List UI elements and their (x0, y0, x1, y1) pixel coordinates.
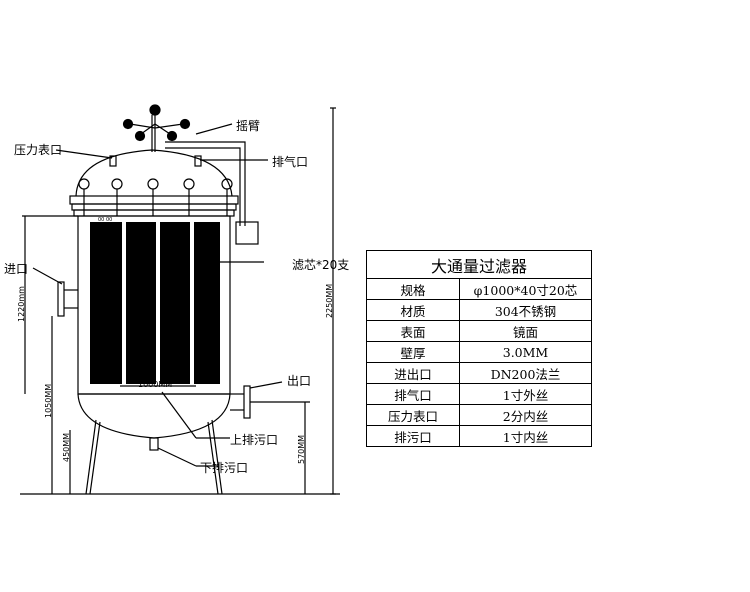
spec-value: 304不锈钢 (459, 299, 592, 321)
spec-key: 压力表口 (366, 404, 460, 426)
spec-value: 1寸外丝 (459, 383, 592, 405)
inlet-label: 进口 (4, 262, 29, 276)
spec-value: DN200法兰 (459, 362, 592, 384)
outlet-flange-drawing (230, 385, 251, 419)
outlet-height-dimension: 570MM (297, 434, 306, 464)
inlet-height-dimension: 1050MM (44, 383, 53, 418)
filter-cartridges (90, 222, 220, 384)
upper-drain-label: 上排污口 (230, 433, 279, 447)
spec-key: 规格 (366, 278, 460, 300)
lower-drain-drawing (149, 437, 159, 451)
spec-key: 排污口 (366, 425, 460, 447)
lid-bolts (78, 178, 233, 216)
spec-value: 1寸内丝 (459, 425, 592, 447)
spec-value: 镜面 (459, 320, 592, 342)
lower-drain-label: 下排污口 (200, 461, 249, 475)
diameter-dimension: 1000MM (138, 380, 173, 389)
flange-mark: 00 00 (98, 217, 113, 223)
spec-value: 3.0MM (459, 341, 592, 363)
lid-flange (69, 195, 239, 205)
leg-height-dimension: 450MM (62, 432, 71, 462)
vent-port-drawing (194, 155, 202, 167)
inlet-flange-drawing (57, 281, 78, 317)
spec-key: 进出口 (366, 362, 460, 384)
spec-value: 2分内丝 (459, 404, 592, 426)
spec-key: 壁厚 (366, 341, 460, 363)
spec-key: 表面 (366, 320, 460, 342)
rocker-arm-label: 摇臂 (236, 119, 261, 133)
vent-port-label: 排气口 (272, 155, 309, 169)
spec-value: φ1000*40寸20芯 (459, 278, 592, 300)
body-height-dimension: 1220mm (17, 286, 26, 322)
outlet-label: 出口 (287, 374, 312, 388)
pressure-gauge-port-drawing (109, 155, 117, 167)
total-height-dimension: 2250MM (325, 283, 334, 318)
vessel-legs (85, 419, 223, 495)
vessel-bottom (77, 393, 231, 439)
rocker-arm (129, 115, 259, 245)
pressure-gauge-port-label: 压力表口 (14, 143, 63, 157)
spec-key: 排气口 (366, 383, 460, 405)
spec-table-title: 大通量过滤器 (366, 250, 592, 279)
spec-key: 材质 (366, 299, 460, 321)
filter-element-label: 滤芯*20支 (292, 258, 350, 272)
spec-row: 表面镜面 (366, 320, 592, 342)
